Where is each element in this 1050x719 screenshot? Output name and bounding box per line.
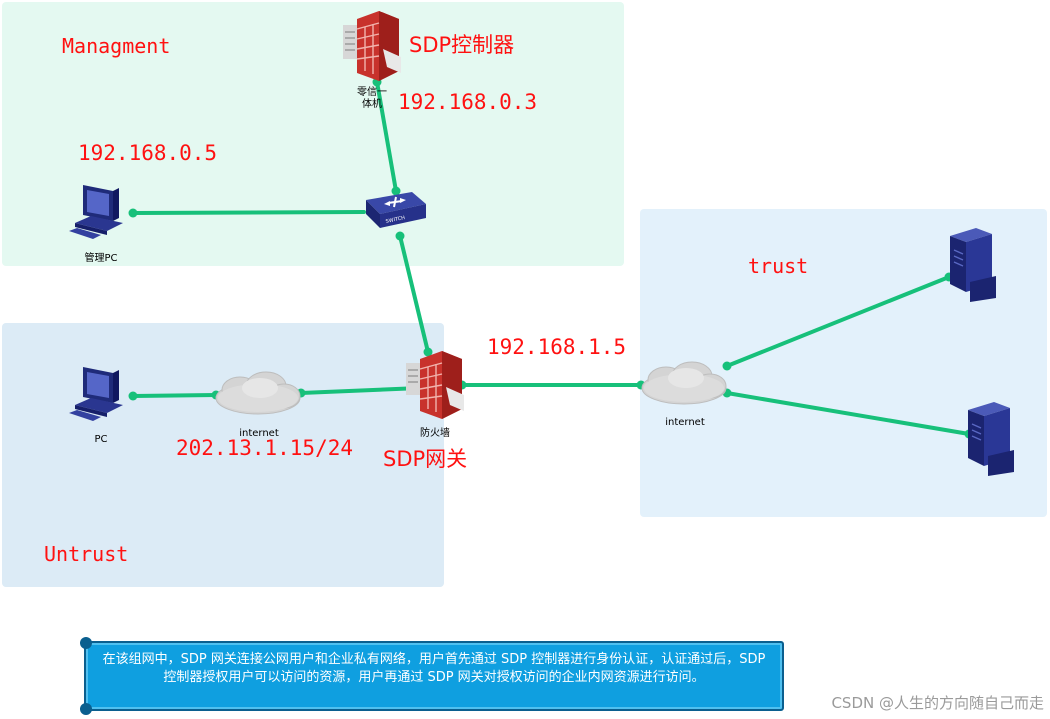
internet-left-label: internet xyxy=(239,428,279,439)
gateway-ip: 192.168.1.5 xyxy=(487,335,627,359)
watermark: CSDN @人生的方向随自己而走 xyxy=(831,694,1044,712)
firewall-icon xyxy=(406,351,464,419)
svg-text:SWITCH: SWITCH xyxy=(385,215,406,225)
admin-pc-label: 管理PC xyxy=(84,253,118,264)
description-text: 在该组网中，SDP 网关连接公网用户和企业私有网络，用户首先通过 SDP 控制器… xyxy=(102,652,766,685)
pc-label: PC xyxy=(94,434,108,445)
link-cloud-firewall xyxy=(299,386,422,395)
pc-icon xyxy=(69,367,123,421)
internet-right-label: internet xyxy=(665,417,705,428)
untrust-zone xyxy=(2,323,444,587)
cloud-icon xyxy=(641,361,727,405)
server-icon xyxy=(968,402,1014,476)
admin-pc-ip: 192.168.0.5 xyxy=(78,141,218,165)
server-icon xyxy=(950,228,996,302)
link-controller-switch xyxy=(375,80,398,193)
link-cloud-server2 xyxy=(725,391,971,436)
management-zone-label: Managment xyxy=(62,34,171,58)
untrust-zone-label: Untrust xyxy=(44,542,129,566)
internet-left-ip: 202.13.1.15/24 xyxy=(176,436,354,460)
cloud-icon xyxy=(215,371,301,415)
gateway-title: SDP网关 xyxy=(383,447,468,471)
pc-icon xyxy=(69,185,123,239)
controller-device-label: 零信一体机 xyxy=(357,87,387,110)
controller-ip: 192.168.0.3 xyxy=(398,90,538,114)
link-switch-firewall xyxy=(398,234,430,354)
link-pc-cloud xyxy=(131,393,218,398)
trust-zone-label: trust xyxy=(748,254,809,278)
switch-icon: SWITCH xyxy=(366,192,426,228)
note-handle xyxy=(80,637,92,649)
link-adminpc-switch xyxy=(131,210,366,215)
controller-title: SDP控制器 xyxy=(409,33,515,57)
link-cloud-server1 xyxy=(725,275,951,368)
note-handle xyxy=(80,703,92,715)
gateway-device-label: 防火墙 xyxy=(420,428,450,439)
description-note: 在该组网中，SDP 网关连接公网用户和企业私有网络，用户首先通过 SDP 控制器… xyxy=(80,637,784,715)
firewall-icon xyxy=(343,11,401,81)
